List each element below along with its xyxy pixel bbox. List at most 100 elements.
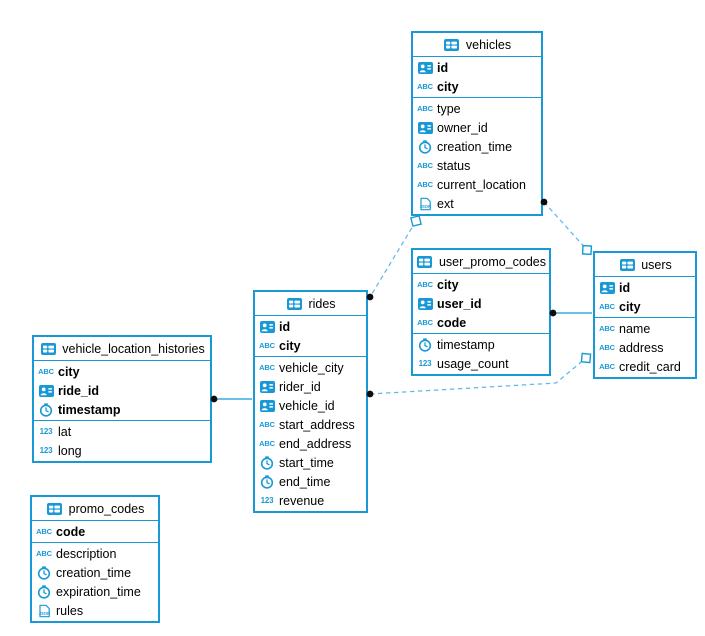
column-label: timestamp: [58, 402, 121, 417]
key-column-row[interactable]: timestamp: [34, 400, 210, 419]
number-glyph: 123: [39, 426, 53, 436]
relation-diamond-marker: [580, 352, 592, 364]
table-header[interactable]: promo_codes: [32, 497, 158, 521]
table-icon: [416, 255, 434, 268]
column-label: owner_id: [437, 120, 488, 135]
column-label: ride_id: [58, 383, 99, 398]
key-column-row[interactable]: ABC code: [32, 522, 158, 541]
number-glyph: 123: [260, 495, 274, 505]
column-label: rules: [56, 603, 84, 618]
key-column-row[interactable]: user_id: [413, 294, 549, 313]
column-label: city: [619, 299, 641, 314]
id-badge-icon: [258, 320, 276, 333]
column-label: id: [619, 280, 631, 295]
column-label: code: [437, 315, 467, 330]
column-label: code: [56, 524, 86, 539]
relation-user_promo_codes-users[interactable]: [549, 309, 592, 317]
table-header[interactable]: rides: [255, 292, 366, 316]
text-abc-icon: ABC: [416, 83, 434, 91]
table-icon: [285, 297, 303, 310]
relation-diamond-marker: [410, 215, 422, 227]
text-abc-icon: ABC: [416, 319, 434, 327]
column-label: long: [58, 443, 82, 458]
clock-icon: [37, 402, 55, 417]
relation-line[interactable]: [543, 201, 588, 251]
column-row[interactable]: creation_time: [32, 563, 158, 582]
column-row[interactable]: creation_time: [413, 137, 541, 156]
table-header[interactable]: vehicle_location_histories: [34, 337, 210, 361]
column-row[interactable]: JSON rules: [32, 601, 158, 620]
column-row[interactable]: start_time: [255, 453, 366, 472]
clock-icon: [258, 455, 276, 470]
number-123-icon: 123: [258, 495, 276, 505]
column-label: usage_count: [437, 356, 509, 371]
abc-glyph: ABC: [259, 340, 275, 350]
column-row[interactable]: rider_id: [255, 377, 366, 396]
table-title: vehicle_location_histories: [62, 341, 205, 356]
column-label: name: [619, 321, 651, 336]
table-icon: [46, 502, 64, 515]
abc-glyph: ABC: [599, 342, 615, 352]
table-title: user_promo_codes: [438, 254, 546, 269]
relation-vehicle_location_histories-rides[interactable]: [210, 395, 252, 403]
id-badge-icon: [37, 384, 55, 397]
text-abc-icon: ABC: [258, 364, 276, 372]
column-row[interactable]: end_time: [255, 472, 366, 491]
abc-glyph: ABC: [259, 362, 275, 372]
json-document-icon: JSON: [416, 197, 434, 211]
key-column-row[interactable]: ride_id: [34, 381, 210, 400]
relation-line[interactable]: [369, 220, 417, 298]
column-label: vehicle_city: [279, 360, 344, 375]
abc-glyph: ABC: [36, 526, 52, 536]
column-row[interactable]: timestamp: [413, 335, 549, 354]
column-row[interactable]: vehicle_id: [255, 396, 366, 415]
table-header[interactable]: vehicles: [413, 33, 541, 57]
column-label: expiration_time: [56, 584, 141, 599]
column-label: end_time: [279, 474, 331, 489]
table-header[interactable]: user_promo_codes: [413, 250, 549, 274]
column-row[interactable]: expiration_time: [32, 582, 158, 601]
key-column-row[interactable]: id: [255, 317, 366, 336]
column-row[interactable]: owner_id: [413, 118, 541, 137]
table-header[interactable]: users: [595, 253, 695, 277]
relation-vehicles-users[interactable]: [540, 198, 593, 256]
key-column-row[interactable]: id: [595, 278, 695, 297]
text-abc-icon: ABC: [416, 281, 434, 289]
text-abc-icon: ABC: [416, 181, 434, 189]
text-abc-icon: ABC: [35, 550, 53, 558]
text-abc-icon: ABC: [258, 421, 276, 429]
key-column-row[interactable]: id: [413, 58, 541, 77]
svg-text:JSON: JSON: [38, 611, 49, 616]
